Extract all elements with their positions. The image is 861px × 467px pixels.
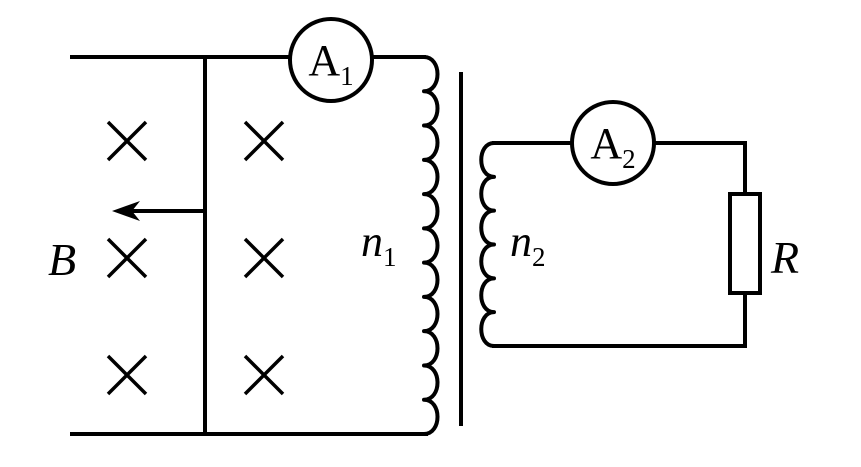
- secondary-turns-label: n2: [510, 217, 546, 272]
- field-cross: [243, 354, 285, 396]
- primary-turns-label: n1: [361, 217, 397, 272]
- field-cross: [106, 354, 148, 396]
- magnetic-field-crosses: [106, 120, 285, 396]
- field-cross: [106, 120, 148, 162]
- resistor-label: R: [770, 232, 799, 283]
- field-cross: [243, 120, 285, 162]
- ammeter-a2: [570, 100, 656, 186]
- field-cross: [243, 237, 285, 279]
- resistor: [728, 192, 762, 295]
- primary-coil: [422, 55, 440, 436]
- secondary-coil: [479, 141, 496, 348]
- field-cross: [106, 237, 148, 279]
- ammeter-a1-label: A1: [308, 36, 353, 91]
- field-label: B: [48, 234, 76, 285]
- ammeter-a1: [288, 17, 374, 103]
- ammeter-a2-label: A2: [590, 119, 635, 174]
- velocity-arrowhead: [112, 201, 140, 221]
